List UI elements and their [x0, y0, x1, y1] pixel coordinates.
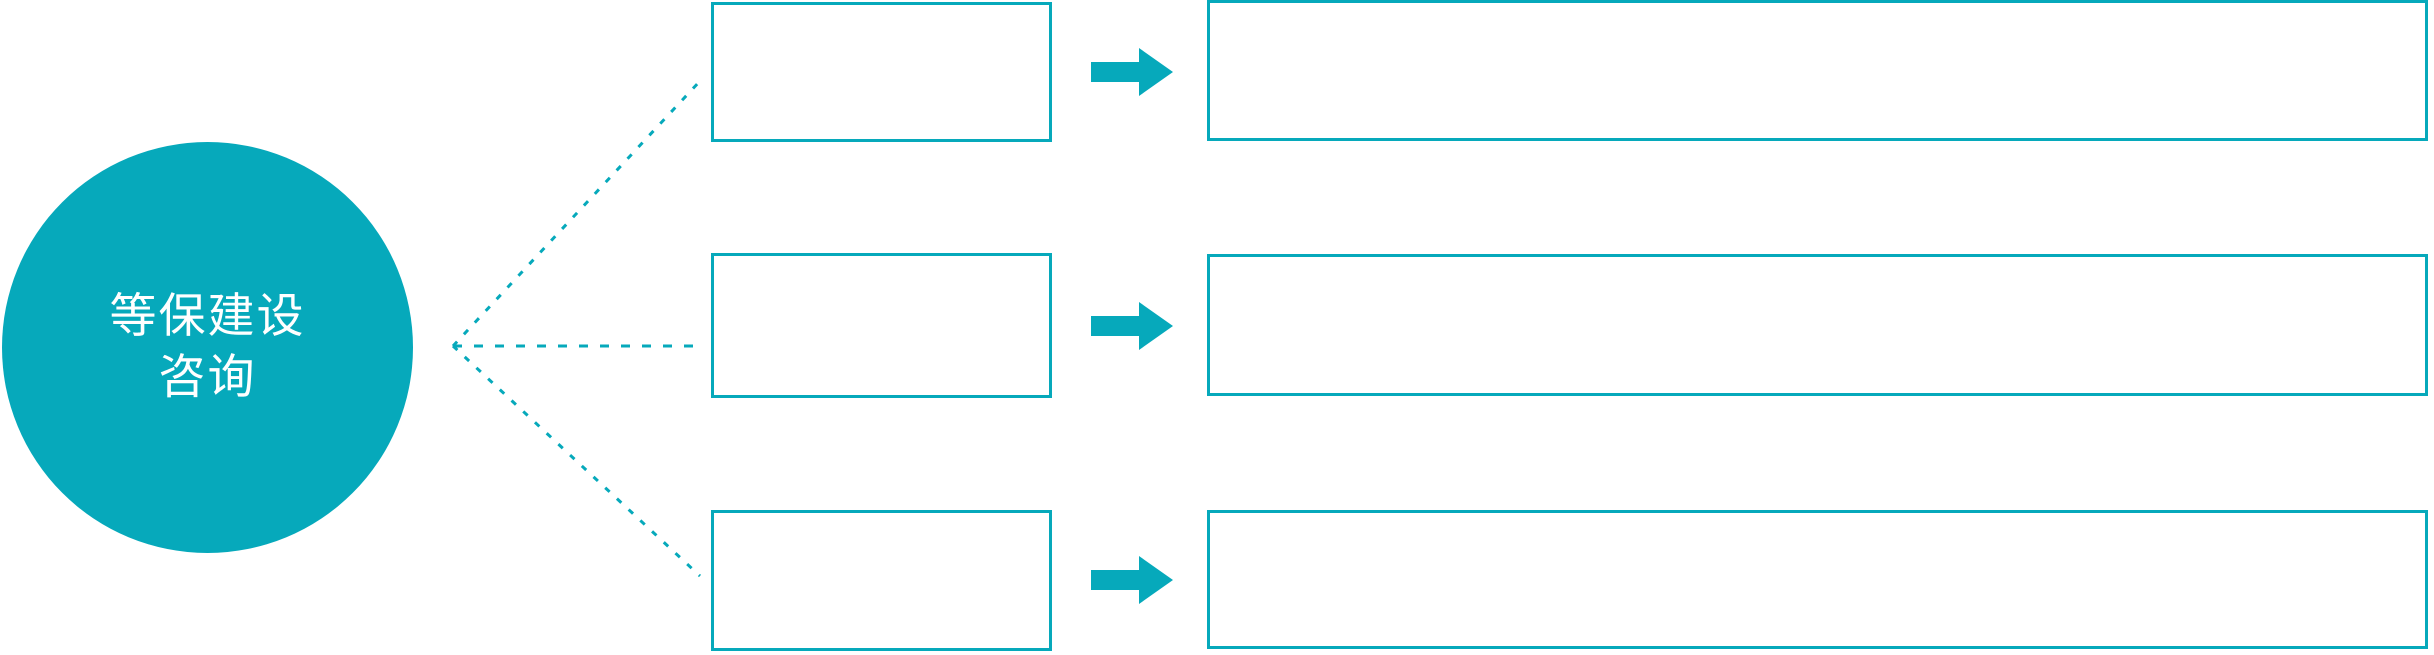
- category-box-2[interactable]: [711, 253, 1052, 398]
- description-box-2[interactable]: [1207, 254, 2428, 396]
- category-box-3[interactable]: [711, 510, 1052, 651]
- right-arrow-icon-1: [1091, 48, 1173, 96]
- hub-label-line-2: 咨询: [158, 349, 257, 405]
- description-box-1[interactable]: [1207, 0, 2428, 141]
- right-arrow-icon-2: [1091, 302, 1173, 350]
- hub-label-line-1: 等保建设: [109, 289, 306, 345]
- description-box-3[interactable]: [1207, 510, 2428, 649]
- connector-branch-bottom: [451, 344, 702, 578]
- row-1: [0, 0, 2434, 144]
- hub-circle[interactable]: 等保建设 咨询: [2, 142, 413, 553]
- category-box-1[interactable]: [711, 2, 1052, 142]
- right-arrow-icon-3: [1091, 556, 1173, 604]
